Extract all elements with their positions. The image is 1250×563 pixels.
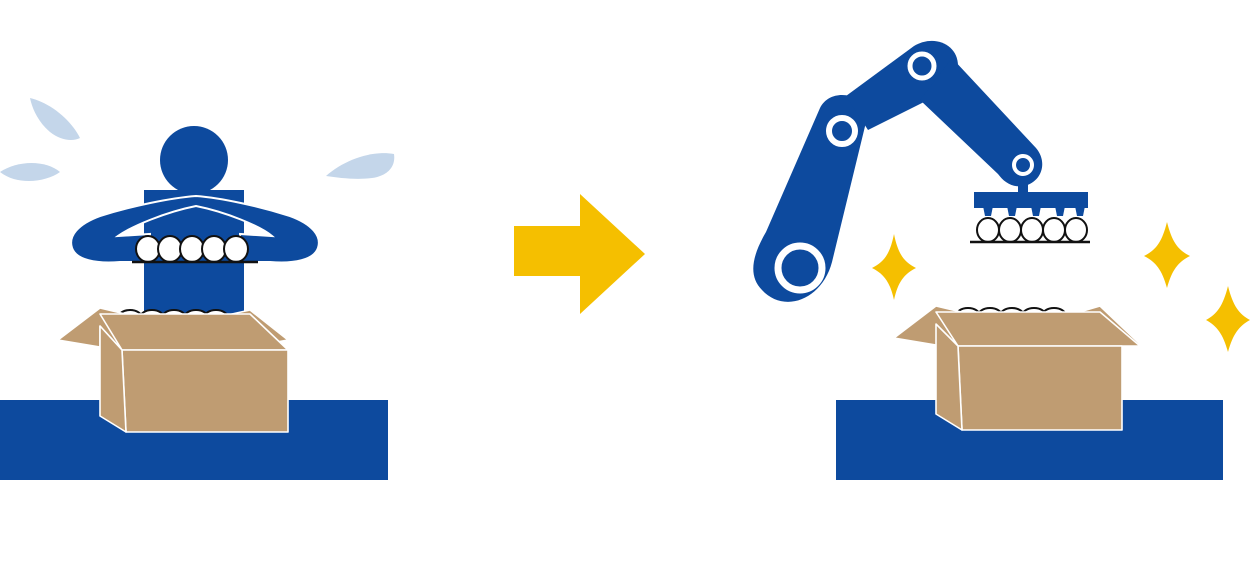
robot-forearm [920, 58, 1043, 187]
robotic-packing-scene [753, 40, 1250, 480]
sweat-drops [0, 98, 395, 182]
box-back-rim [935, 311, 1141, 347]
worker-head [160, 126, 228, 194]
suction-cup-icon [1055, 206, 1065, 216]
egg-icon [998, 217, 1022, 243]
gripper-bar [974, 192, 1088, 208]
egg-icon [179, 235, 205, 263]
egg-icon [201, 235, 227, 263]
egg-tray-held [132, 235, 258, 264]
robot-joint-base [774, 242, 826, 294]
cardboard-box-right [893, 305, 1141, 351]
egg-icon [1020, 217, 1044, 243]
egg-tray-gripped [970, 217, 1090, 244]
robot-joint-elbow [826, 115, 858, 147]
gripper-suction-cups [983, 206, 1085, 216]
suction-cup-icon [983, 206, 993, 216]
egg-icon [157, 235, 183, 263]
cardboard-box-left-front [99, 325, 289, 433]
right-arrow-icon [514, 194, 645, 314]
manual-packing-scene [0, 98, 395, 480]
egg-icon [135, 235, 161, 263]
suction-cup-icon [1031, 206, 1041, 216]
robot-arm [753, 40, 1043, 302]
sparkles [872, 222, 1250, 352]
robot-joint-shoulder [907, 51, 937, 81]
box-front [957, 345, 1123, 431]
sparkle-left-icon [872, 234, 916, 300]
egg-icon [976, 217, 1000, 243]
egg-icon [1064, 217, 1088, 243]
suction-cup-icon [1075, 206, 1085, 216]
egg-icon [1042, 217, 1066, 243]
egg-icon [223, 235, 249, 263]
worker-arms [70, 194, 320, 264]
gripper [974, 192, 1088, 216]
suction-cup-icon [1007, 206, 1017, 216]
sweat-drop-left-icon [0, 163, 60, 182]
box-side [935, 323, 963, 431]
robot-upper-arm [846, 40, 958, 130]
sparkle-right-lower-icon [1206, 286, 1250, 352]
robot-joint-wrist [1012, 154, 1034, 176]
worker-figure [70, 126, 320, 325]
sweat-drop-right-icon [326, 153, 395, 179]
sweat-drop-top-left-icon [30, 98, 80, 140]
sparkle-right-upper-icon [1144, 222, 1190, 288]
gripper-mount [1018, 176, 1028, 194]
cardboard-box-right-front [935, 323, 1123, 431]
